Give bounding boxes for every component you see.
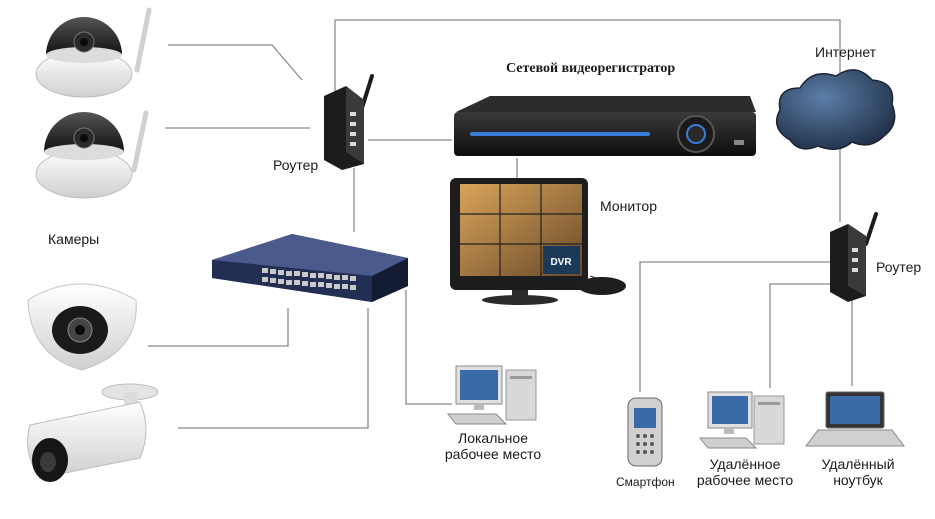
link-camera1-router — [168, 44, 303, 81]
dome-camera-2 — [35, 110, 149, 199]
link-switch-camera4 — [178, 308, 369, 429]
link-switch-local-pc — [405, 290, 452, 405]
remote-laptop-label-line1: Удалённый — [821, 456, 895, 472]
dome-camera-1 — [35, 7, 152, 98]
link-router-internet — [334, 19, 841, 92]
smartphone-label: Смартфон — [616, 475, 675, 489]
cameras-label: Камеры — [48, 231, 100, 247]
dome-camera-3 — [27, 283, 137, 371]
remote-workstation-label-line2: рабочее место — [696, 472, 794, 488]
link-router-smartphone — [639, 261, 830, 392]
network-video-recorder — [454, 96, 756, 156]
remote-laptop — [805, 391, 905, 447]
monitor-screen-badge: DVR — [550, 257, 572, 268]
bullet-camera-4 — [27, 383, 159, 482]
internet-label: Интернет — [815, 44, 877, 60]
dvr-label: Сетевой видеорегистратор — [506, 61, 676, 76]
local-workstation — [446, 365, 537, 425]
remote-laptop-label-line2: ноутбук — [833, 472, 883, 488]
router-left — [324, 74, 374, 170]
remote-workstation-label: Удалённое рабочее место — [690, 456, 800, 488]
connection-lines — [148, 19, 853, 429]
monitor: DVR — [450, 178, 626, 305]
remote-laptop-label: Удалённый ноутбук — [808, 456, 908, 488]
router-right-label: Роутер — [876, 259, 922, 275]
local-workstation-label: Локальное рабочее место — [438, 430, 548, 462]
remote-workstation — [698, 391, 785, 449]
internet-cloud — [775, 69, 896, 150]
local-workstation-label-line2: рабочее место — [444, 446, 542, 462]
monitor-label: Монитор — [600, 198, 657, 214]
network-switch — [212, 234, 408, 302]
link-router-remote-pc — [769, 283, 838, 388]
smartphone — [627, 397, 663, 467]
router-right — [830, 212, 878, 302]
router-left-label: Роутер — [273, 157, 319, 173]
remote-workstation-label-line1: Удалённое — [709, 456, 781, 472]
link-switch-camera3 — [148, 308, 289, 347]
local-workstation-label-line1: Локальное — [458, 430, 528, 446]
